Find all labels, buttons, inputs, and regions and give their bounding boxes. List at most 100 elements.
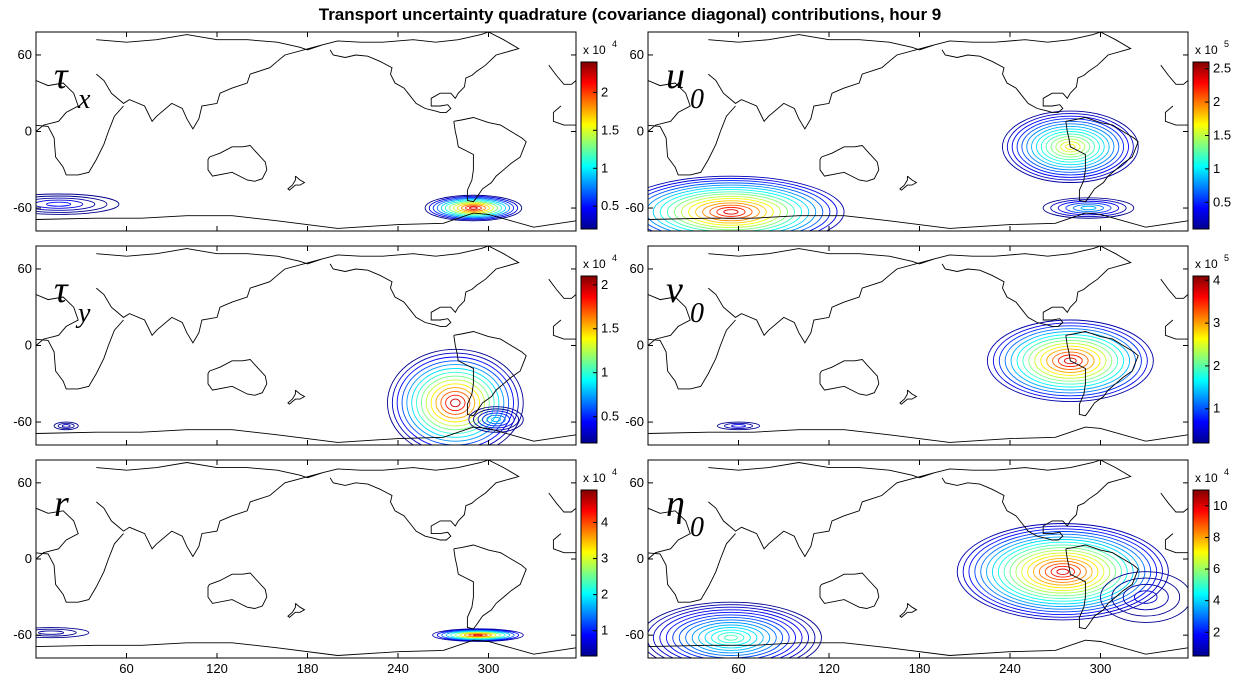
- panel-label: τ: [54, 269, 69, 311]
- contour-1-4: [36, 193, 120, 215]
- contour-1-4: [1045, 133, 1095, 161]
- colorbar: [580, 275, 598, 444]
- colorbar-multiplier: x 10: [583, 471, 606, 485]
- panel-label: r: [54, 483, 69, 525]
- contour-1-3: [704, 627, 758, 649]
- ytick-label: -60: [13, 414, 32, 429]
- coastline-antarctica: [648, 639, 1188, 656]
- coastline-5: [934, 32, 1132, 113]
- contour-1-2: [716, 421, 761, 431]
- contour-0-6: [445, 630, 511, 641]
- axes-frame: [647, 31, 1189, 232]
- contour-0-5: [1027, 555, 1099, 589]
- coastline-0: [648, 80, 691, 132]
- figure-title: Transport uncertainty quadrature (covari…: [319, 5, 941, 24]
- contour-0-0: [723, 209, 739, 215]
- contour-0-7: [1022, 337, 1119, 385]
- colorbar-exponent: 5: [1224, 39, 1229, 49]
- contour-0-4: [452, 202, 494, 214]
- colorbar-exponent: 4: [612, 39, 617, 49]
- contour-0-8: [411, 368, 500, 438]
- colorbar: [580, 489, 598, 657]
- coastline-2: [708, 248, 935, 344]
- contour-1-0: [491, 416, 502, 423]
- contour-1-4: [698, 624, 764, 651]
- contour-0-9: [406, 364, 505, 442]
- panel-label-subscript: 0: [690, 512, 704, 543]
- contour-1-2: [36, 197, 96, 211]
- contour-2-3: [1100, 571, 1188, 623]
- contour-0-2: [463, 632, 493, 638]
- coastline-2: [708, 34, 935, 130]
- contour-1-1: [486, 414, 506, 425]
- coastline-8: [1164, 105, 1188, 126]
- xtick-label: 240: [999, 661, 1021, 676]
- colorbar-multiplier: x 10: [583, 257, 606, 271]
- coastline-antarctica: [36, 212, 576, 229]
- contour-0-14: [648, 177, 838, 231]
- contour-0-13: [387, 348, 524, 445]
- contour-0-5: [450, 630, 506, 640]
- contour-0-0: [450, 398, 461, 408]
- contour-lines: [36, 193, 523, 222]
- contour-0-1: [464, 205, 482, 211]
- coastline-3: [819, 145, 880, 182]
- coastline-4: [287, 389, 306, 405]
- contour-0-11: [991, 539, 1134, 605]
- ytick-label: -60: [625, 414, 644, 429]
- colorbar-tick-label: 3: [601, 551, 608, 566]
- contour-lines: [36, 627, 524, 642]
- axes-frame: [647, 459, 1189, 659]
- contour-0-1: [445, 394, 466, 412]
- coastline-2: [708, 462, 935, 558]
- contour-0-10: [1004, 328, 1136, 394]
- contour-0-17: [956, 523, 1169, 621]
- contour-0-5: [688, 198, 774, 226]
- coastline-8: [552, 319, 576, 340]
- contour-lines: [648, 110, 1139, 231]
- colorbar-tick-label: 2: [601, 84, 608, 99]
- coastline-8: [552, 105, 576, 126]
- xtick-label: 60: [119, 661, 133, 676]
- panel-label-subscript: x: [77, 84, 91, 115]
- ytick-label: 60: [630, 261, 644, 276]
- colorbar-tick-label: 1: [601, 623, 608, 638]
- contour-1-7: [1031, 125, 1110, 168]
- contour-2-0: [61, 424, 71, 428]
- contour-0-10: [401, 360, 510, 445]
- coastline-6: [1065, 544, 1139, 630]
- contour-1-6: [685, 619, 777, 656]
- contour-0-3: [459, 632, 497, 639]
- contour-0-2: [1044, 563, 1081, 581]
- coastline-5: [322, 246, 520, 327]
- contour-1-12: [1006, 113, 1134, 181]
- colorbar-tick-label: 2.5: [1213, 61, 1231, 76]
- contour-0-15: [648, 175, 845, 231]
- xtick-label: 180: [909, 661, 931, 676]
- contour-0-13: [648, 180, 831, 231]
- contour-0-9: [432, 196, 515, 220]
- contour-1-13: [648, 601, 822, 658]
- coastline-0: [36, 80, 79, 132]
- coastline-antarctica: [36, 639, 576, 656]
- coastline-4: [287, 175, 306, 191]
- colorbar-tick-label: 8: [1213, 529, 1220, 544]
- contour-2-3: [1057, 200, 1120, 216]
- contour-1-11: [1011, 115, 1129, 178]
- coastline-1: [36, 533, 124, 603]
- colorbar-tick-label: 2: [1213, 94, 1220, 109]
- coastline-0: [36, 294, 79, 346]
- ytick-label: 60: [630, 475, 644, 490]
- contour-2-0: [1134, 590, 1158, 604]
- colorbar-tick-label: 1.5: [601, 321, 619, 336]
- contour-0-13: [986, 319, 1154, 403]
- contour-lines: [53, 348, 524, 445]
- ytick-label: -60: [13, 200, 32, 215]
- contour-0-15: [968, 528, 1158, 616]
- colorbar-tick-label: 2: [601, 587, 608, 602]
- coastline-7: [548, 278, 576, 299]
- coastline-1: [36, 319, 124, 390]
- contour-0-6: [681, 195, 781, 228]
